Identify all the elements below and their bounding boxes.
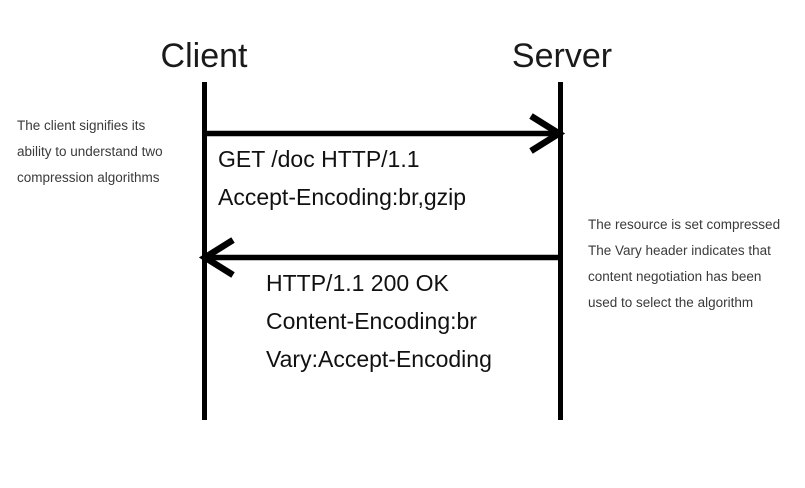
annotation-line: ability to understand two	[17, 144, 163, 159]
annotation-line: compression algorithms	[17, 170, 160, 185]
message-label-request: GET /doc HTTP/1.1 Accept-Encoding:br,gzi…	[218, 140, 466, 216]
message-line: Accept-Encoding:br,gzip	[218, 184, 467, 210]
annotation-line: content negotiation has been	[588, 269, 762, 284]
annotation-line: used to select the algorithm	[588, 295, 754, 310]
message-line: HTTP/1.1 200 OK	[266, 270, 449, 296]
annotation-line: The Vary header indicates that	[588, 243, 771, 258]
lifeline-server	[558, 82, 563, 420]
message-line: GET /doc HTTP/1.1	[218, 146, 420, 172]
request-arrowhead-icon	[529, 113, 566, 154]
annotation-line: The resource is set compressed	[588, 217, 781, 232]
message-label-response: HTTP/1.1 200 OK Content-Encoding:br Vary…	[266, 264, 492, 378]
annotation-client: The client signifies its ability to unde…	[17, 113, 163, 191]
participant-label-client: Client	[160, 37, 248, 75]
message-line: Vary:Accept-Encoding	[266, 346, 492, 372]
annotation-server: The resource is set compressed The Vary …	[588, 212, 780, 316]
message-line: Content-Encoding:br	[266, 308, 477, 334]
annotation-line: The client signifies its	[17, 118, 146, 133]
participant-label-server: Server	[511, 37, 613, 75]
response-arrowhead-icon	[198, 237, 235, 278]
lifeline-client	[202, 82, 207, 420]
